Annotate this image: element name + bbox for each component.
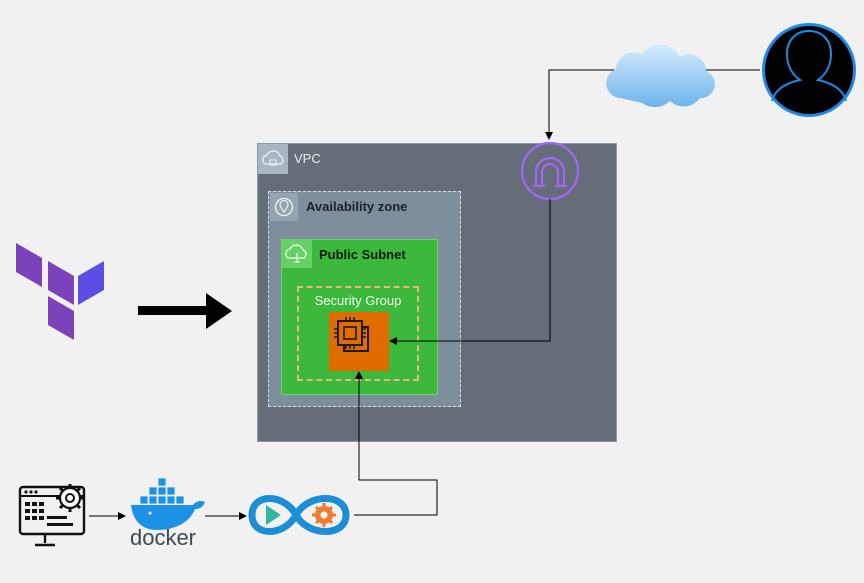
subnet-icon — [282, 240, 312, 268]
availability-zone-label: Availability zone — [306, 199, 408, 214]
availability-zone-icon — [270, 193, 298, 221]
ci-cd-pipeline-icon — [248, 495, 350, 535]
cloud-icon — [606, 44, 715, 108]
pipeline-to-ec2-connector — [354, 371, 438, 516]
web-app-settings-icon — [18, 484, 86, 547]
vpc-icon — [258, 144, 288, 174]
vpc-label: VPC — [294, 151, 321, 166]
security-group-container — [297, 286, 419, 381]
internet-gateway-icon — [520, 141, 580, 201]
user-icon — [762, 23, 856, 117]
docker-logo-icon — [131, 477, 205, 530]
public-subnet-label: Public Subnet — [319, 247, 406, 262]
docker-wordmark: docker — [130, 525, 196, 550]
gateway-to-ec2-connector — [389, 199, 551, 345]
arrow-right-icon — [138, 293, 232, 329]
terraform-logo-icon — [16, 243, 104, 340]
ec2-instance-icon — [329, 312, 389, 371]
security-group-label: Security Group — [314, 293, 402, 308]
